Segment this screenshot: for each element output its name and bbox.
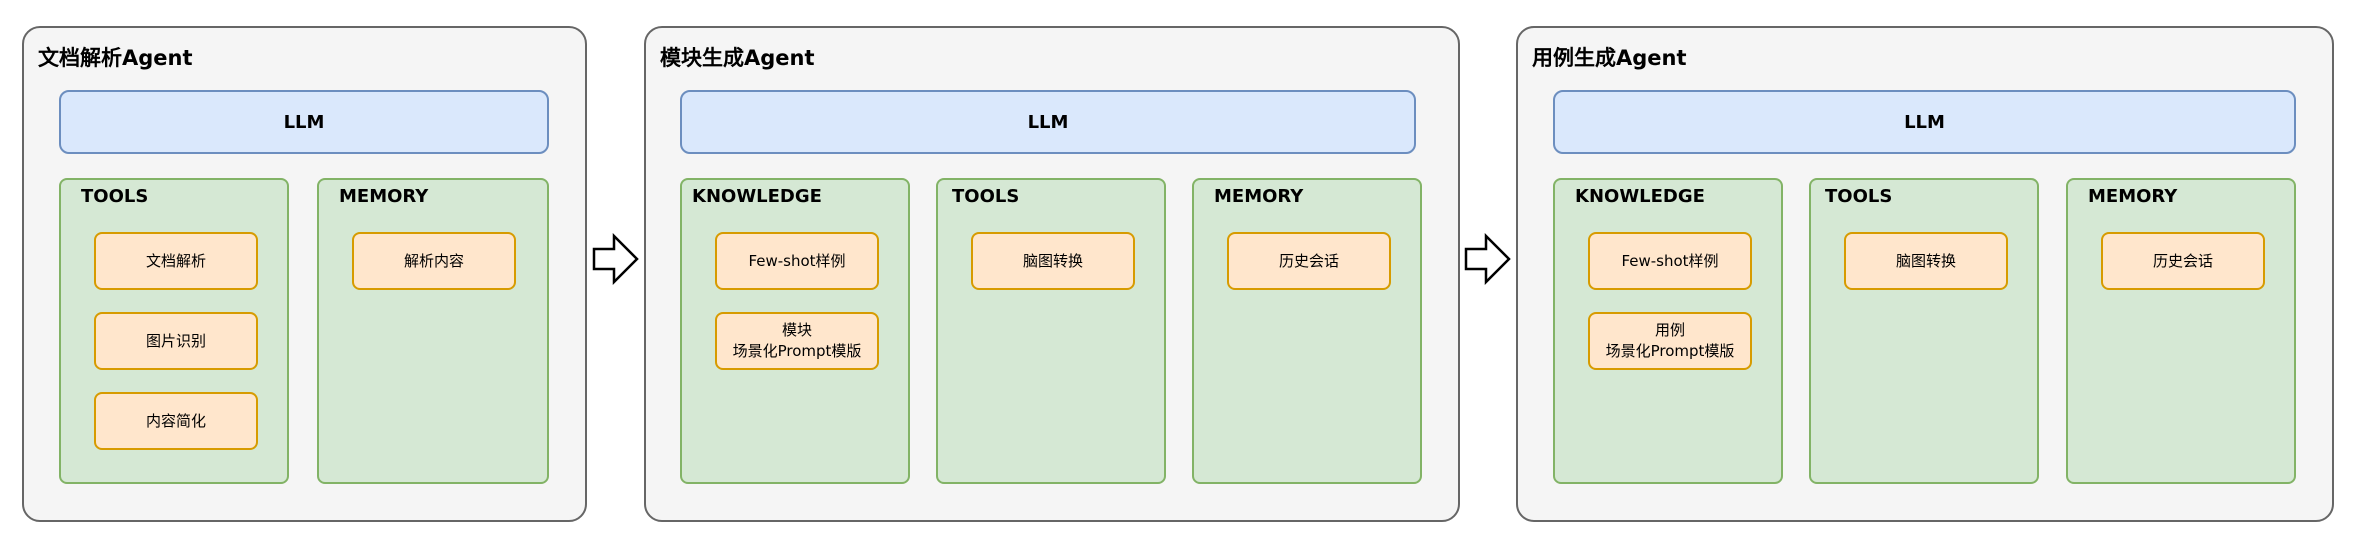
knowledge-panel: KNOWLEDGE Few-shot样例 模块 场景化Prompt模版 <box>680 178 910 484</box>
flow-arrow-icon <box>1464 233 1511 285</box>
agent-title: 文档解析Agent <box>38 46 193 70</box>
tool-item: 脑图转换 <box>1844 232 2008 290</box>
panel-title: MEMORY <box>339 186 429 207</box>
llm-box: LLM <box>59 90 549 154</box>
panel-title: KNOWLEDGE <box>1575 186 1705 207</box>
tools-panel: TOOLS 脑图转换 <box>1809 178 2039 484</box>
agent-container-testcase-generation: 用例生成Agent LLM KNOWLEDGE Few-shot样例 用例 场景… <box>1516 26 2334 522</box>
agent-container-module-generation: 模块生成Agent LLM KNOWLEDGE Few-shot样例 模块 场景… <box>644 26 1460 522</box>
knowledge-item: Few-shot样例 <box>715 232 879 290</box>
agent-container-document-parsing: 文档解析Agent LLM TOOLS 文档解析 图片识别 内容简化 MEMOR… <box>22 26 587 522</box>
llm-box: LLM <box>1553 90 2296 154</box>
panel-title: KNOWLEDGE <box>692 186 822 207</box>
agent-title: 用例生成Agent <box>1532 46 1687 70</box>
memory-item: 解析内容 <box>352 232 516 290</box>
panel-title: MEMORY <box>1214 186 1304 207</box>
tools-panel: TOOLS 文档解析 图片识别 内容简化 <box>59 178 289 484</box>
tool-item: 文档解析 <box>94 232 258 290</box>
flow-arrow-icon <box>592 233 639 285</box>
panel-title: TOOLS <box>952 186 1020 207</box>
knowledge-item: 用例 场景化Prompt模版 <box>1588 312 1752 370</box>
llm-box: LLM <box>680 90 1416 154</box>
tool-item: 脑图转换 <box>971 232 1135 290</box>
panel-title: TOOLS <box>1825 186 1893 207</box>
knowledge-item: 模块 场景化Prompt模版 <box>715 312 879 370</box>
agent-title: 模块生成Agent <box>660 46 815 70</box>
panel-title: TOOLS <box>81 186 149 207</box>
memory-panel: MEMORY 历史会话 <box>2066 178 2296 484</box>
memory-item: 历史会话 <box>2101 232 2265 290</box>
memory-panel: MEMORY 解析内容 <box>317 178 549 484</box>
knowledge-item: Few-shot样例 <box>1588 232 1752 290</box>
knowledge-panel: KNOWLEDGE Few-shot样例 用例 场景化Prompt模版 <box>1553 178 1783 484</box>
tool-item: 内容简化 <box>94 392 258 450</box>
tools-panel: TOOLS 脑图转换 <box>936 178 1166 484</box>
memory-item: 历史会话 <box>1227 232 1391 290</box>
panel-title: MEMORY <box>2088 186 2178 207</box>
memory-panel: MEMORY 历史会话 <box>1192 178 1422 484</box>
tool-item: 图片识别 <box>94 312 258 370</box>
